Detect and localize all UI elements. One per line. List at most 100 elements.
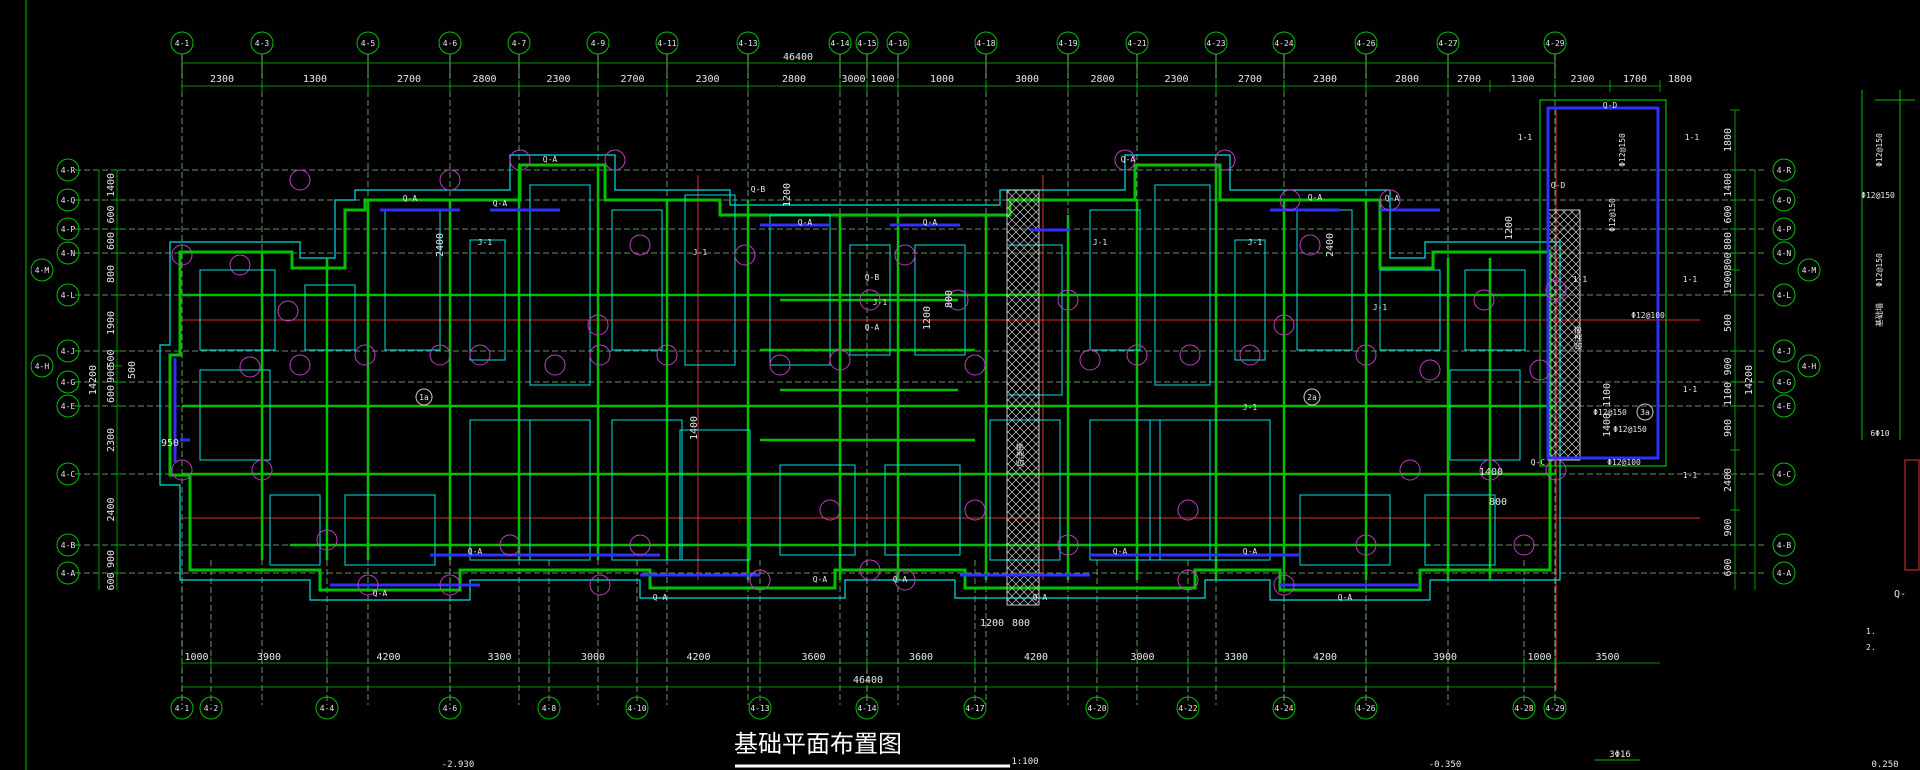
room-footing-8: [849, 244, 891, 356]
foundation-footing-outline: [159, 154, 1561, 601]
beam-label-21: Q-D: [1551, 181, 1566, 190]
section-mark-0: 1-1: [1518, 133, 1533, 142]
beam-label-18: Q-A: [1243, 547, 1258, 556]
room-mark-bubble-0: [415, 388, 433, 406]
footing-mark-3: J-1: [1093, 238, 1108, 247]
axis-label-bottom-4-20: 4-20: [1087, 704, 1106, 713]
axis-bubble-right-4-L: [1772, 283, 1796, 307]
footing-mark-0: J-1: [478, 238, 493, 247]
top-dim-16: 2800: [1395, 74, 1419, 85]
pile-19: [964, 354, 986, 376]
section-mark-2: 1-1: [1573, 275, 1588, 284]
right-dim-6: 500: [1723, 314, 1734, 332]
elevation-0: -2.930: [442, 760, 475, 770]
rebar-note-0: Φ12@150: [1618, 133, 1627, 167]
room-footing-4: [529, 184, 591, 386]
top-dim-3: 2800: [472, 74, 496, 85]
top-dim-18: 1300: [1510, 74, 1534, 85]
pile-31: [1545, 279, 1567, 301]
axis-label-right-4-P: 4-P: [1777, 225, 1792, 234]
top-dim-2: 2700: [397, 74, 421, 85]
axis-bubble-right-extra-4-M: [1797, 258, 1821, 282]
axis-bubble-left-4-L: [56, 283, 80, 307]
axis-bubble-bottom-4-1: [170, 696, 194, 720]
axis-bubble-bottom-4-28: [1512, 696, 1536, 720]
pile-56: [509, 149, 531, 171]
right-dim-5: 1900: [1723, 270, 1734, 294]
axis-label-top-4-5: 4-5: [361, 39, 376, 48]
post-pour-label-center: 后浇带: [1015, 443, 1025, 467]
room-mark-2: 3a: [1640, 408, 1650, 417]
axis-label-left-4-R: 4-R: [61, 166, 76, 175]
pile-42: [859, 559, 881, 581]
pile-55: [439, 169, 461, 191]
axis-bubble-left-4-E: [56, 394, 80, 418]
top-dim-1: 1300: [303, 74, 327, 85]
pile-44: [964, 499, 986, 521]
pile-8: [544, 354, 566, 376]
axis-bubble-left-4-P: [56, 217, 80, 241]
axis-bubble-right-4-R: [1772, 158, 1796, 182]
right-panel-text-1: 1.: [1866, 627, 1876, 636]
left-total-dim: 14200: [88, 365, 99, 395]
pile-28: [1419, 359, 1441, 381]
axis-label-right-4-N: 4-N: [1777, 249, 1792, 258]
beam-label-12: Q-A: [468, 547, 483, 556]
axis-label-bottom-4-13: 4-13: [750, 704, 769, 713]
footing-mark-1: J-1: [693, 248, 708, 257]
top-dim-7: 2800: [782, 74, 806, 85]
room-footing-18: [269, 494, 321, 566]
left-dim-6: 900: [106, 365, 117, 383]
right-dim-2: 600: [1723, 205, 1734, 223]
pile-24: [1239, 344, 1261, 366]
room-footing-23: [679, 429, 751, 561]
bottom-dim-3: 3300: [487, 652, 511, 663]
bottom-dim-11: 4200: [1313, 652, 1337, 663]
pile-61: [1279, 189, 1301, 211]
axis-bubble-right-4-J: [1772, 339, 1796, 363]
pile-32: [171, 459, 193, 481]
axis-label-left-4-J: 4-J: [61, 347, 75, 356]
local-dim-1: 2400: [1325, 233, 1336, 257]
top-dim-4: 2300: [546, 74, 570, 85]
axis-label-top-4-27: 4-27: [1438, 39, 1457, 48]
local-dim-12: 800: [1012, 618, 1030, 629]
top-dim-6: 2300: [695, 74, 719, 85]
footing-mark-2: J-1: [873, 298, 888, 307]
top-dim-15: 2300: [1313, 74, 1337, 85]
axis-bubble-bottom-4-13: [748, 696, 772, 720]
section-mark-1: 1-1: [1685, 133, 1700, 142]
local-dim-7: 1100: [1602, 383, 1613, 407]
axis-bubble-bottom-4-2: [199, 696, 223, 720]
pile-6: [429, 344, 451, 366]
room-footing-19: [344, 494, 436, 566]
pile-52: [1513, 534, 1535, 556]
pile-57: [604, 149, 626, 171]
room-footing-7: [769, 214, 831, 366]
axis-label-left-extra: 4-H: [35, 362, 50, 371]
room-footing-31: [1424, 494, 1496, 566]
pile-10: [629, 234, 651, 256]
room-footing-27: [1089, 419, 1161, 561]
pile-21: [1079, 349, 1101, 371]
axis-label-bottom-4-22: 4-22: [1178, 704, 1197, 713]
left-dim-9: 2400: [106, 497, 117, 521]
top-dim-8: 3000: [841, 74, 865, 85]
pile-41: [819, 499, 841, 521]
pile-16: [829, 349, 851, 371]
detail-panel-red-box: [1904, 459, 1920, 571]
room-mark-bubble-1: [1303, 388, 1321, 406]
axis-label-top-4-9: 4-9: [591, 39, 606, 48]
axis-bubble-left-4-A: [56, 561, 80, 585]
top-dim-0: 2300: [210, 74, 234, 85]
beam-label-17: Q-A: [1113, 547, 1128, 556]
top-dim-19: 2300: [1570, 74, 1594, 85]
local-dim-6: 1400: [1479, 467, 1503, 478]
room-footing-5: [611, 209, 663, 351]
axis-label-top-4-21: 4-21: [1127, 39, 1146, 48]
pile-38: [589, 574, 611, 596]
left-dim-5: 500: [106, 349, 117, 367]
right-dim-4: 800: [1723, 252, 1734, 270]
